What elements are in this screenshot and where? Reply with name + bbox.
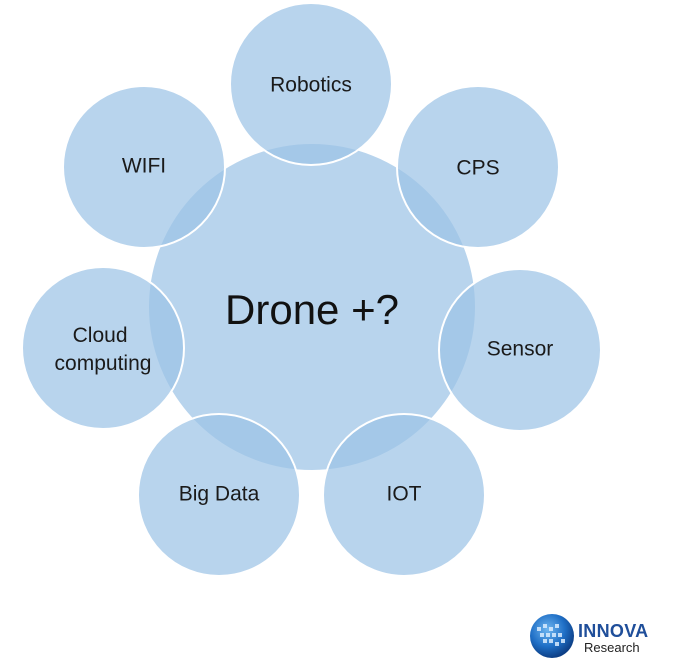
node-label: Robotics bbox=[270, 74, 352, 97]
node-iot: IOT bbox=[322, 413, 486, 577]
center-node: Drone +? bbox=[147, 142, 477, 472]
node-label-line: Cloud bbox=[73, 324, 128, 347]
node-label: IOT bbox=[387, 483, 422, 506]
innova-logo: INNOVA Research bbox=[528, 610, 678, 660]
node-label: CPS bbox=[456, 157, 499, 180]
node-robotics: Robotics bbox=[229, 2, 393, 166]
center-label: Drone +? bbox=[225, 286, 399, 333]
node-label-line: computing bbox=[55, 352, 152, 375]
node-big-data: Big Data bbox=[137, 413, 301, 577]
node-circle bbox=[229, 2, 393, 166]
node-circle bbox=[137, 413, 301, 577]
logo-subtitle: Research bbox=[584, 640, 640, 655]
node-circle bbox=[62, 85, 226, 249]
globe-icon bbox=[530, 614, 574, 658]
node-label: WIFI bbox=[122, 155, 166, 178]
node-circle bbox=[396, 85, 560, 249]
node-label: Cloud computing bbox=[55, 324, 152, 375]
node-circle bbox=[21, 266, 185, 430]
node-cps: CPS bbox=[396, 85, 560, 249]
node-circle bbox=[438, 268, 602, 432]
node-label: Big Data bbox=[179, 483, 260, 506]
node-sensor: Sensor bbox=[438, 268, 602, 432]
node-label: Sensor bbox=[487, 338, 554, 361]
logo-name: INNOVA bbox=[578, 621, 649, 641]
node-cloud-computing: Cloud computing bbox=[21, 266, 185, 430]
node-wifi: WIFI bbox=[62, 85, 226, 249]
node-circle bbox=[322, 413, 486, 577]
